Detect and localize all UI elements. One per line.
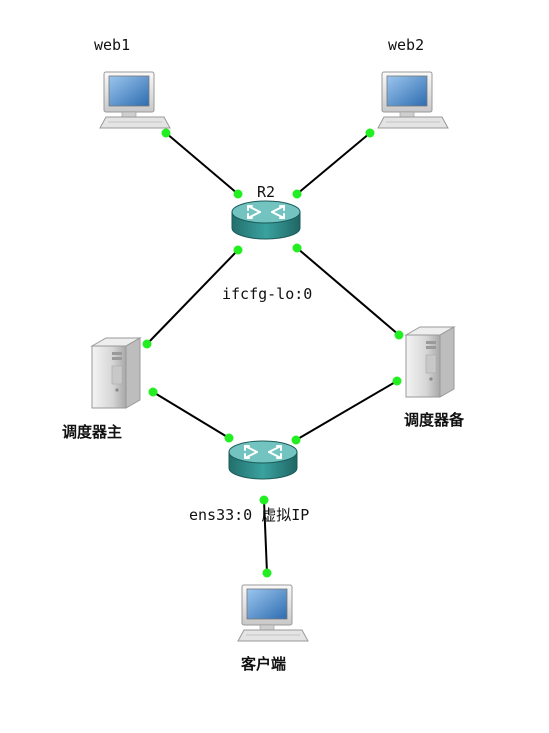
port-dot [365,128,375,138]
port-dot [233,189,243,199]
port-dot [292,243,302,253]
lb-backup-label: 调度器备 [404,411,465,429]
port-dot [233,245,243,255]
link-r2-lb-backup [296,247,400,336]
upper-interface-label: ifcfg-lo:0 [222,285,312,303]
link-lb-main-router-lower [152,391,230,439]
port-dot [394,330,404,340]
port-dot [142,339,152,349]
port-dot [292,189,302,199]
lb-main-server-icon[interactable] [91,337,141,409]
r2-router-icon[interactable] [231,200,301,240]
lower-interface-label: ens33:0 虚拟IP [189,506,309,524]
port-dots [142,128,404,578]
link-web1-r2 [165,132,239,195]
web1-pc-icon[interactable] [99,71,171,129]
lower-router-icon[interactable] [228,440,298,480]
port-dot [291,435,301,445]
link-router-lower-client [263,499,268,574]
lb-main-label: 调度器主 [62,423,122,441]
client-label: 客户端 [240,655,286,673]
web1-label: web1 [94,36,130,54]
link-web2-r2 [296,132,371,195]
port-dot [148,387,158,397]
links [146,132,400,574]
client-pc-icon[interactable] [237,584,309,642]
port-dot [262,568,272,578]
port-dot [392,376,402,386]
r2-label: R2 [257,183,275,201]
link-r2-lb-main [146,249,239,345]
lb-backup-server-icon[interactable] [405,326,455,398]
port-dot [259,495,269,505]
port-dot [161,128,171,138]
port-dot [224,433,234,443]
web2-label: web2 [388,36,424,54]
web2-pc-icon[interactable] [377,71,449,129]
link-lb-backup-router-lower [295,380,398,441]
